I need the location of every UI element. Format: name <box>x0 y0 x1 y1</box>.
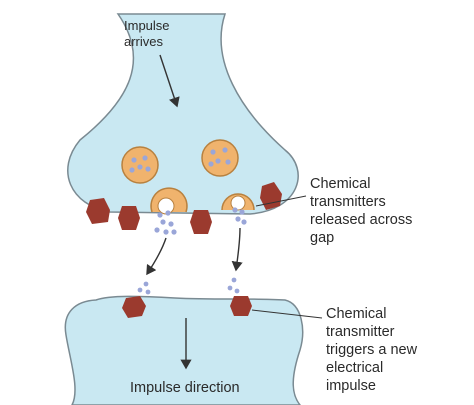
impulse-arrives-arrow <box>159 54 180 108</box>
leader-line-released <box>255 195 307 207</box>
fusing-vesicle-2 <box>221 193 255 211</box>
presynaptic-receptors <box>86 182 282 234</box>
presynaptic-terminal <box>67 13 299 215</box>
chemical-triggers-label: Chemical transmitter triggers a new elec… <box>326 306 421 394</box>
vesicle-2 <box>201 139 239 177</box>
impulse-direction-label: Impulse direction <box>130 380 240 396</box>
released-transmitters-1 <box>154 210 177 235</box>
impulse-arrives-label: Impulse arrives <box>124 18 173 49</box>
postsynaptic-terminal <box>64 295 304 405</box>
chemical-released-label: Chemical transmitters released across ga… <box>310 176 416 246</box>
vesicle-1 <box>121 146 159 184</box>
leader-line-triggers <box>251 309 323 319</box>
diffusion-arrow-2 <box>231 227 243 272</box>
released-transmitters-2 <box>232 207 247 225</box>
postsynaptic-receptors <box>122 296 252 318</box>
fusing-vesicle-1 <box>150 187 188 215</box>
bound-transmitters <box>137 277 240 295</box>
diffusion-arrow-1 <box>146 237 167 276</box>
